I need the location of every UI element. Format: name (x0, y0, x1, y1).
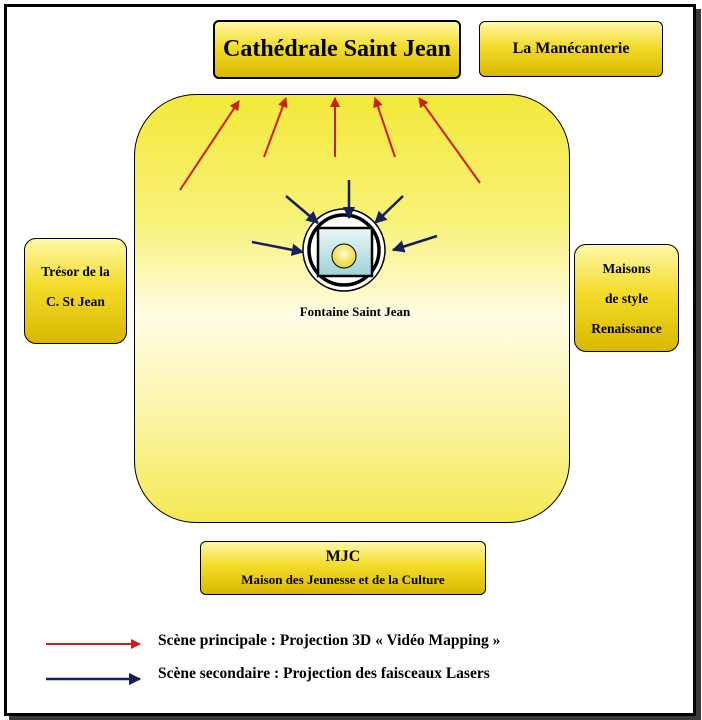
maisons-renaissance-box: Maisons de style Renaissance (574, 244, 679, 352)
tresor-label-line-2: C. St Jean (46, 294, 105, 309)
legend-secondary-scene-label: Scène secondaire : Projection des faisce… (158, 665, 490, 682)
laser-arrow-1 (285, 195, 319, 224)
manecanterie-box: La Manécanterie (479, 21, 663, 77)
cathedrale-saint-jean-box: Cathédrale Saint Jean (213, 20, 461, 79)
laser-arrow-5 (391, 234, 438, 253)
fontaine-label: Fontaine Saint Jean (299, 304, 411, 319)
video-mapping-arrow-1 (179, 100, 240, 191)
mjc-subtitle: Maison des Jeunesse et de la Culture (241, 572, 445, 587)
tresor-box: Trésor de la C. St Jean (24, 238, 127, 344)
video-mapping-arrow-4 (373, 97, 396, 158)
tresor-label-line-1: Trésor de la (41, 264, 110, 279)
video-mapping-arrow-2 (263, 97, 288, 158)
fontaine-icon (302, 208, 386, 292)
maisons-label-line-1: Maisons (602, 261, 651, 276)
mjc-title: MJC (325, 548, 361, 565)
mjc-box: MJC Maison des Jeunesse et de la Culture (200, 541, 486, 595)
laser-arrow-3 (374, 195, 404, 224)
manecanterie-label: La Manécanterie (512, 40, 630, 57)
cathedrale-label: Cathédrale Saint Jean (223, 36, 451, 62)
square-plaza (134, 94, 570, 523)
video-mapping-arrow-5 (418, 97, 481, 184)
laser-arrow-4 (251, 240, 305, 256)
maisons-label-line-3: Renaissance (591, 321, 662, 336)
maisons-label-line-2: de style (604, 291, 649, 306)
legend-main-scene-label: Scène principale : Projection 3D « Vidéo… (158, 632, 501, 649)
